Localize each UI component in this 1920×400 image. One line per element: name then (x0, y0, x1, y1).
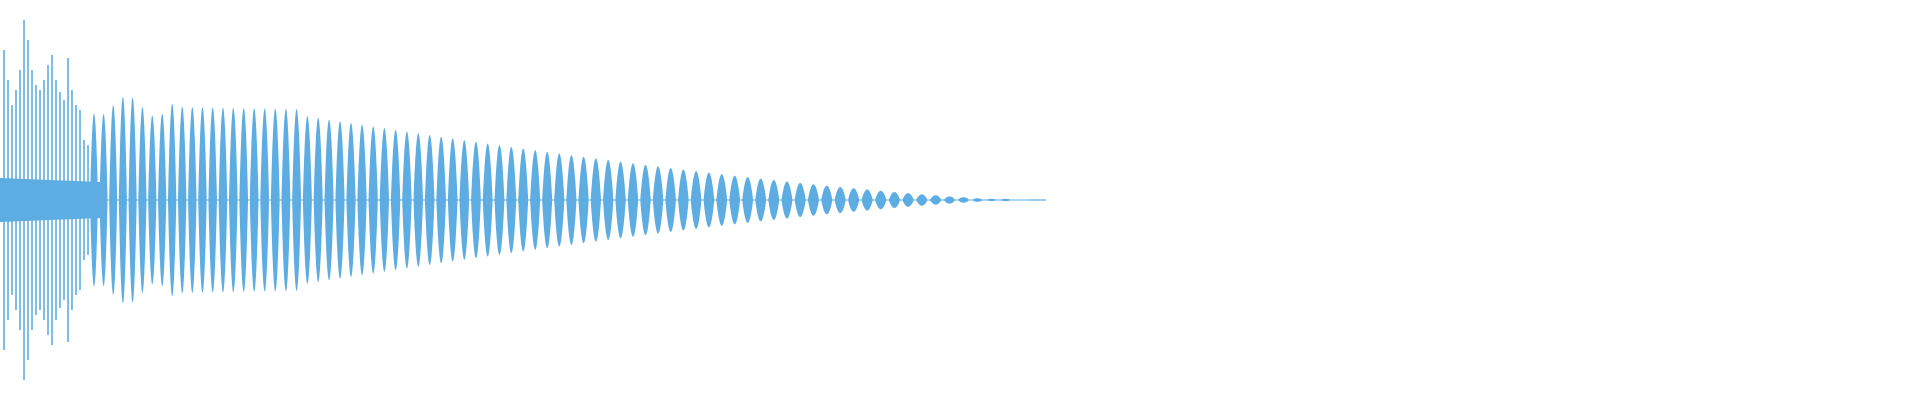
waveform-envelope (0, 96, 1012, 304)
attack-transient (3, 20, 89, 380)
